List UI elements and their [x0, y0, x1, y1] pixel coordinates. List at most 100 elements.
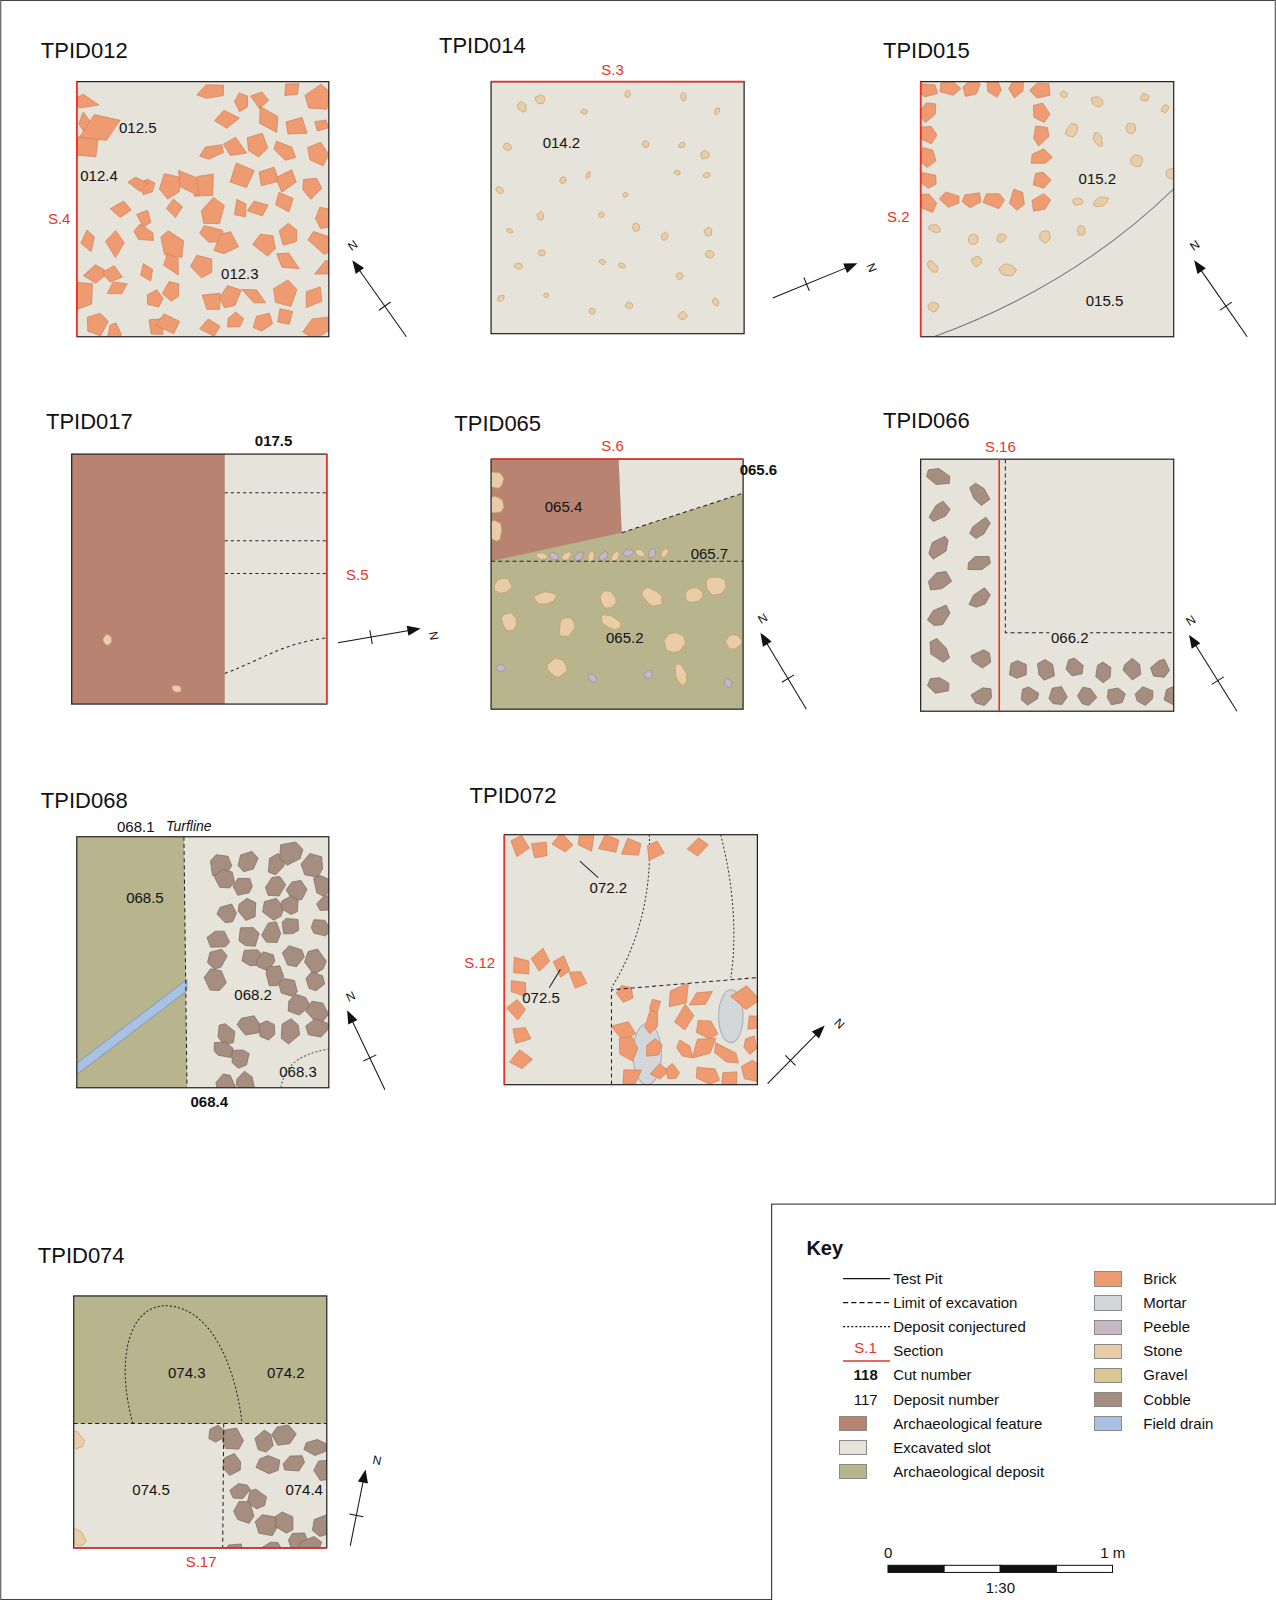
brick [513, 1028, 531, 1044]
section-label: S.5 [346, 566, 369, 583]
stone [1073, 198, 1084, 205]
north-arrow-bar [1220, 302, 1232, 310]
test-pit-plan [485, 459, 744, 709]
deposit-boundary [225, 638, 327, 674]
pebble [536, 553, 547, 560]
cobble [928, 678, 949, 694]
stone [1161, 105, 1169, 113]
test-pit-plan [70, 82, 339, 341]
deposit-number: 068.5 [126, 890, 164, 907]
brick [200, 319, 220, 336]
deposit-boundary [225, 573, 327, 574]
pebble [623, 550, 634, 557]
legend-text: Cobble [1143, 1391, 1191, 1408]
brick [921, 147, 936, 167]
cobble [970, 517, 991, 538]
excavation-limit [223, 1423, 224, 1547]
brick [715, 1043, 739, 1063]
archaeological-feature [72, 454, 225, 704]
brick [247, 133, 267, 157]
brick [303, 317, 329, 337]
stone [619, 263, 626, 268]
stone [600, 591, 616, 608]
pit-title: TPID072 [470, 784, 557, 808]
test-pit: TPID066S.16066.2 [921, 459, 1174, 711]
cobble [312, 1515, 326, 1537]
stone [1094, 197, 1109, 207]
brick [1009, 82, 1024, 98]
deposit-number: 068.3 [279, 1064, 317, 1081]
test-pit-plan [921, 459, 1182, 711]
stone [713, 298, 719, 306]
deposit-number: 072.5 [522, 990, 560, 1007]
stone [1077, 225, 1085, 235]
test-pit-plan [61, 1296, 336, 1562]
cobble [1151, 659, 1170, 677]
brick [514, 957, 529, 974]
stone [599, 212, 605, 218]
stone [971, 257, 981, 267]
brick [687, 838, 708, 856]
cobble [314, 875, 329, 896]
brick [553, 956, 570, 977]
field-drain [77, 980, 187, 1075]
brick [251, 92, 269, 109]
north-arrow-bar [379, 302, 391, 310]
pit-fill [72, 454, 327, 704]
cobble [282, 918, 299, 933]
stone [704, 227, 712, 236]
brick [722, 1072, 737, 1085]
key-box [772, 1204, 1276, 1600]
brick [647, 841, 664, 860]
pebble [599, 552, 608, 561]
north-arrow-shaft [338, 630, 411, 643]
cobble [255, 1430, 273, 1452]
cobble [223, 1454, 241, 1476]
cut-number: 068.4 [190, 1094, 228, 1111]
cobble [971, 650, 991, 668]
stone [544, 293, 549, 297]
test-pit-outline [491, 82, 744, 334]
legend-text: Deposit number [893, 1391, 999, 1408]
stone [725, 635, 742, 650]
stone [172, 685, 181, 692]
stone [1065, 124, 1078, 138]
brick [277, 253, 300, 269]
cobble [930, 638, 949, 662]
brick [921, 127, 937, 144]
turfline-note: Turfline [166, 819, 212, 834]
north-label: N [864, 261, 879, 274]
brick [155, 314, 179, 334]
stone [999, 264, 1017, 276]
north-arrow-bar [785, 1055, 795, 1065]
legend-swatch [839, 1464, 867, 1479]
north-arrow-head [352, 260, 364, 274]
cut-line [622, 493, 743, 533]
north-arrow-head [358, 1469, 368, 1483]
brick [689, 991, 712, 1005]
stone [1141, 93, 1149, 100]
north-arrow-shaft [1200, 269, 1247, 337]
legend-text: Peeble [1143, 1319, 1190, 1336]
pebble [574, 552, 583, 560]
brick [223, 137, 246, 155]
legend-sample-text: 118 [854, 1367, 878, 1384]
brick [1034, 126, 1049, 146]
scale-bar-segment [1056, 1565, 1112, 1572]
archaeological-feature [491, 459, 622, 561]
stone [679, 142, 685, 148]
cobble [301, 854, 323, 878]
stone [1093, 132, 1102, 146]
deposit-number: 065.2 [606, 630, 644, 647]
stone [968, 234, 978, 245]
brick [616, 986, 633, 1003]
cobble [1077, 687, 1096, 705]
stone [676, 273, 683, 280]
legend-swatch [839, 1416, 867, 1431]
scale-label: 0 [884, 1544, 892, 1561]
stone [74, 1525, 86, 1546]
north-label: N [832, 1017, 847, 1032]
cobble [306, 972, 325, 991]
stone [664, 633, 686, 653]
brick [315, 260, 329, 274]
